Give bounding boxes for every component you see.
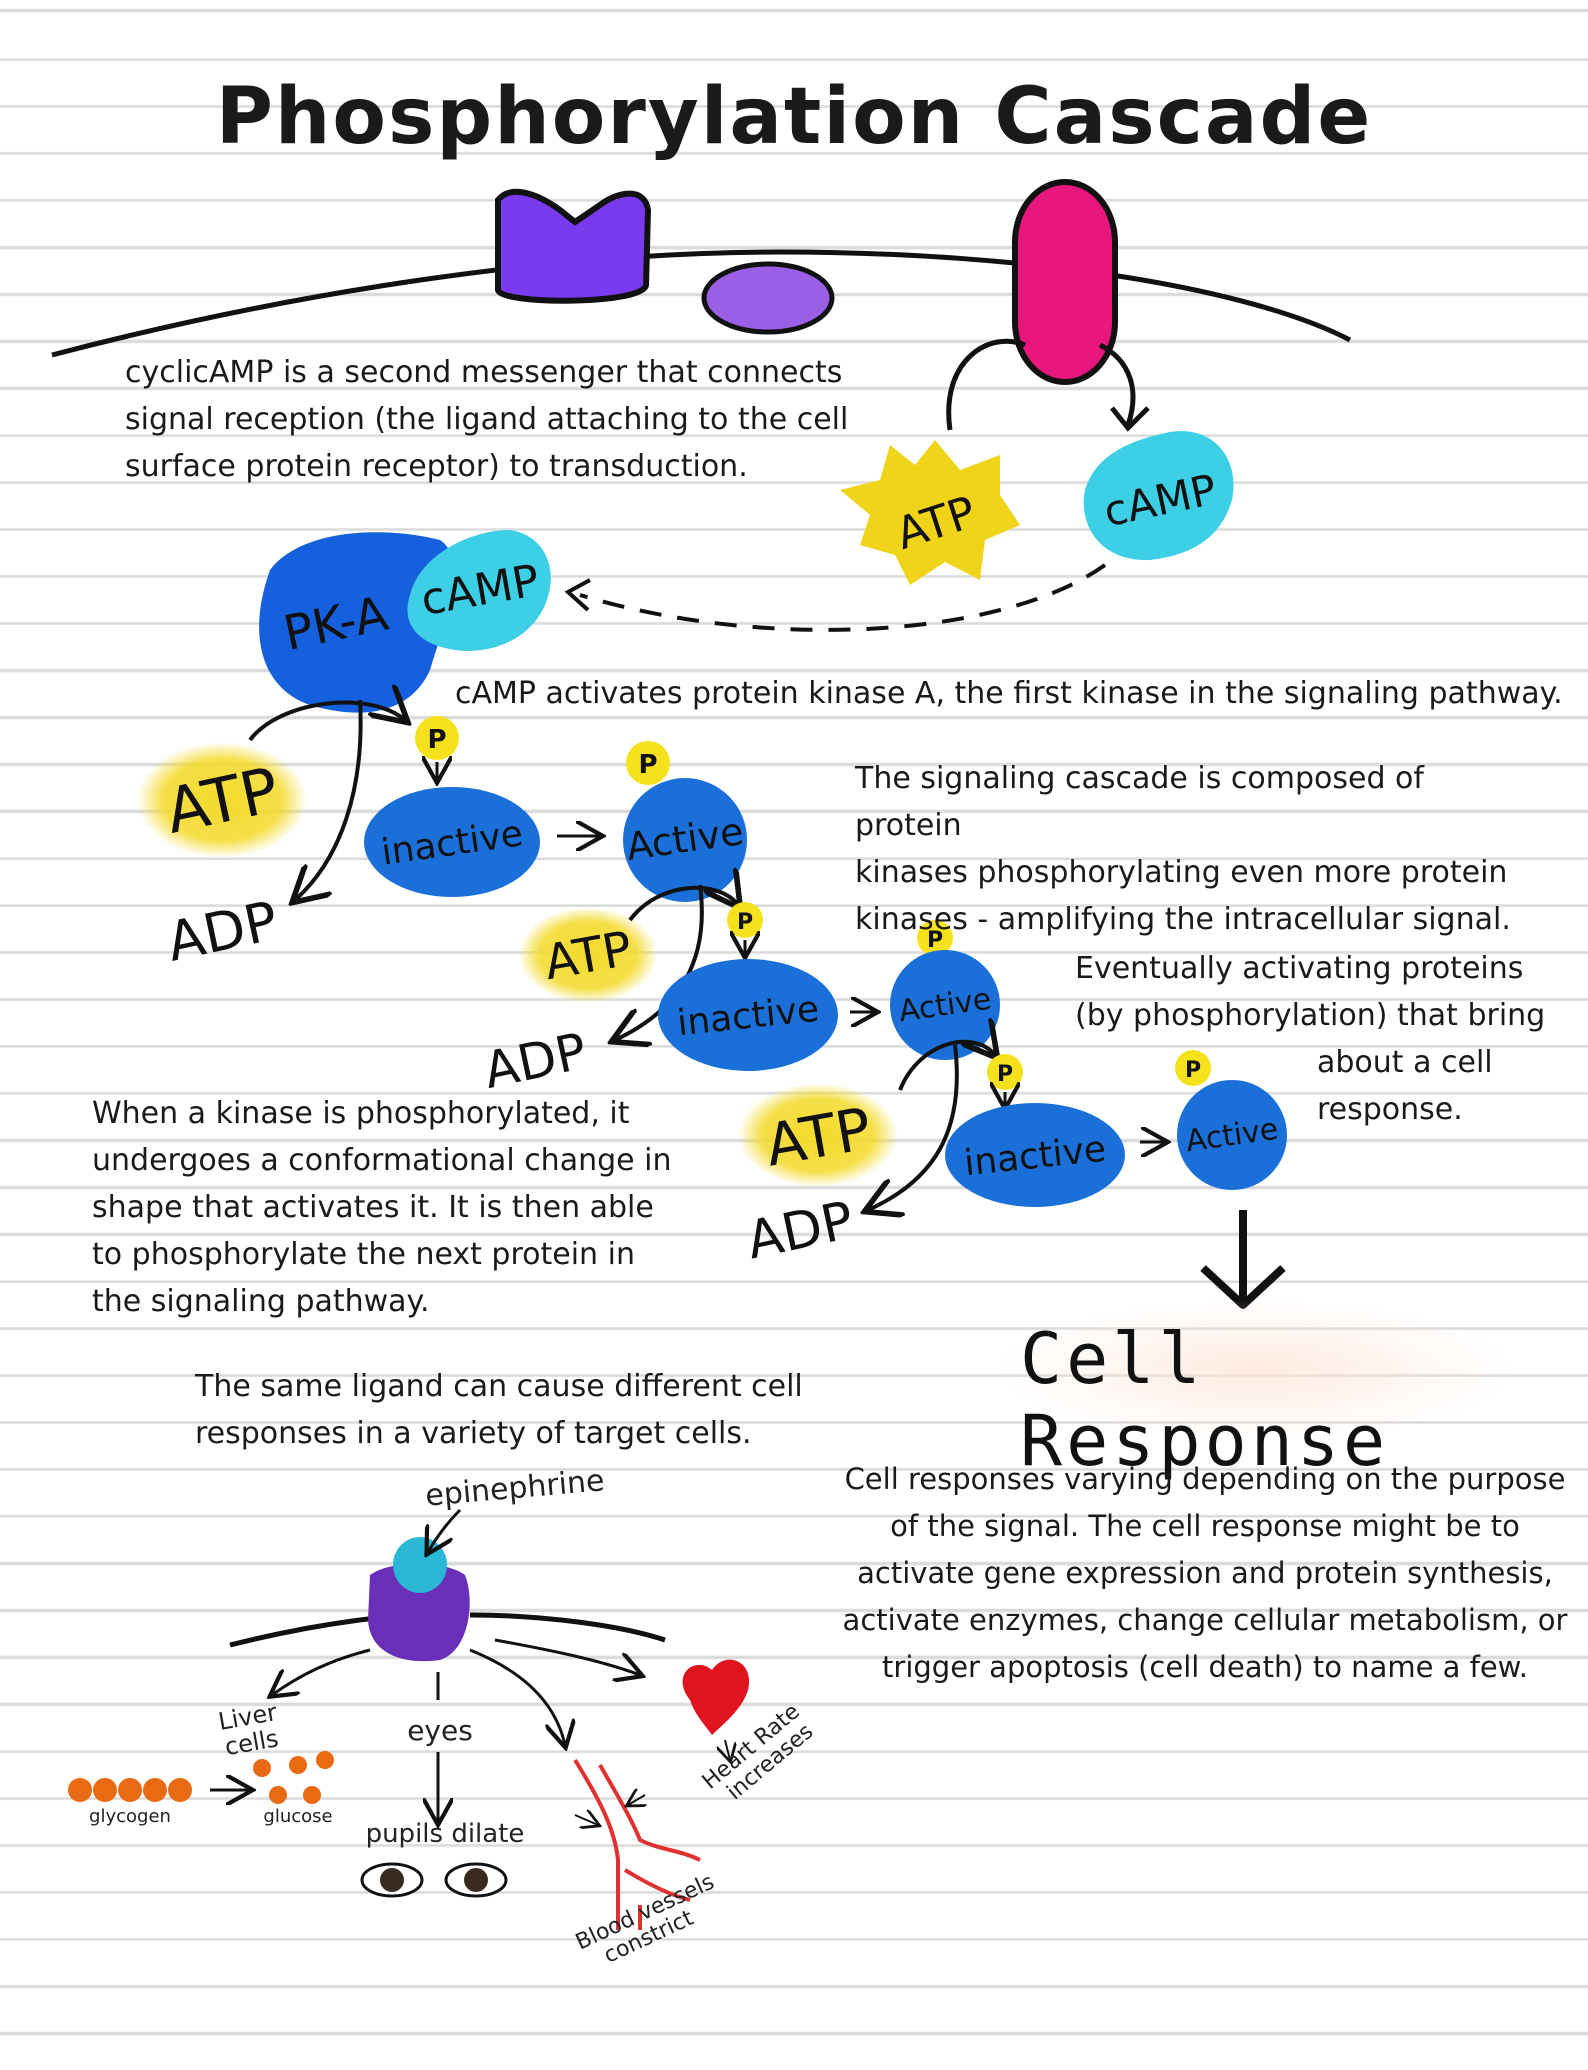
atp-to-camp-arrow <box>946 338 1136 431</box>
phosphate-4 <box>917 920 953 956</box>
pka-camp-bound <box>407 530 551 651</box>
responses-note: Cell responses varying depending on the … <box>840 1456 1570 1691</box>
inactive-kinase-1 <box>364 787 540 897</box>
adp-label-2: ADP <box>479 1022 592 1100</box>
atp-transfer-arrow-2 <box>628 888 738 922</box>
glucose-label: glucose <box>263 1806 332 1827</box>
pupils-dilate-label: pupils dilate <box>366 1819 525 1849</box>
atp-transfer-arrow-3 <box>898 1042 995 1091</box>
responses-line-2: of the signal. The cell response might b… <box>890 1509 1520 1543</box>
conformational-line-2: undergoes a conformational change in <box>92 1143 672 1178</box>
eye-right-icon <box>444 1862 508 1898</box>
adenylyl-cyclase <box>1012 179 1118 385</box>
same-ligand-line-2: responses in a variety of target cells. <box>195 1416 752 1451</box>
phosphate-label-6: P <box>1185 1058 1201 1083</box>
atp-glow-2 <box>518 907 658 1003</box>
pka-activation-note: cAMP activates protein kinase A, the fir… <box>455 676 1563 711</box>
cascade-note: The signaling cascade is composed of pro… <box>855 755 1535 943</box>
phosphate-6 <box>1175 1050 1211 1086</box>
phosphate-label-3: P <box>737 910 753 935</box>
same-ligand-line-1: The same ligand can cause different cell <box>195 1369 803 1404</box>
camp-to-pka-arrow <box>579 563 1107 632</box>
glucose-molecules <box>253 1751 334 1804</box>
conformational-line-3: shape that activates it. It is then able <box>92 1190 654 1225</box>
inactive-kinase-2 <box>658 959 838 1071</box>
responses-line-4: activate enzymes, change cellular metabo… <box>842 1603 1568 1637</box>
eventually-line-4: response. <box>1317 1092 1463 1127</box>
phosphate-label-2: P <box>638 750 657 780</box>
cell-response-glow <box>995 1300 1515 1440</box>
conformational-line-5: the signaling pathway. <box>92 1284 430 1319</box>
blood-vessel-icon <box>573 1758 701 1930</box>
atp-glow-1 <box>137 742 307 858</box>
same-ligand-note: The same ligand can cause different cell… <box>195 1363 835 1457</box>
cascade-line-3: kinases - amplifying the intracellular s… <box>855 902 1511 937</box>
inactive-kinase-3 <box>945 1103 1125 1207</box>
second-messenger-note: cyclicAMP is a second messenger that con… <box>125 349 885 490</box>
pka-kinase <box>259 532 455 713</box>
conformational-line-1: When a kinase is phosphorylated, it <box>92 1096 630 1131</box>
arrow-to-liver <box>272 1648 371 1695</box>
atp-glow-3 <box>738 1083 898 1187</box>
eye-left-icon <box>360 1862 424 1898</box>
adp-label-3: ADP <box>742 1191 859 1272</box>
second-messenger-line-3: surface protein receptor) to transductio… <box>125 449 748 484</box>
adp-release-arrow-1 <box>295 699 363 900</box>
phosphate-2 <box>626 741 670 785</box>
glycogen-label: glycogen <box>89 1806 171 1827</box>
glycogen-chain <box>68 1778 192 1802</box>
cell-response-heading: Cell Response <box>1020 1318 1390 1482</box>
camp-molecule <box>1083 431 1234 561</box>
phosphate-label-1: P <box>427 725 446 755</box>
receptor-protein <box>495 188 652 304</box>
active-kinase-3 <box>1177 1080 1287 1190</box>
second-messenger-line-1: cyclicAMP is a second messenger that con… <box>125 355 843 390</box>
epinephrine-receptor <box>368 1563 470 1662</box>
arrow-to-heart <box>494 1638 640 1675</box>
second-messenger-line-2: signal reception (the ligand attaching t… <box>125 402 849 437</box>
phosphate-label-5: P <box>997 1062 1013 1087</box>
responses-line-1: Cell responses varying depending on the … <box>844 1462 1566 1496</box>
phosphate-label-4: P <box>927 928 943 953</box>
cascade-line-1: The signaling cascade is composed of pro… <box>855 761 1424 843</box>
adp-label-1: ADP <box>161 889 283 974</box>
atp-transfer-arrow-1 <box>248 703 405 742</box>
cell-membrane <box>51 249 1352 358</box>
phosphate-3 <box>727 902 763 938</box>
phosphate-5 <box>987 1054 1023 1090</box>
conformational-line-4: to phosphorylate the next protein in <box>92 1237 635 1272</box>
conformational-note: When a kinase is phosphorylated, it unde… <box>92 1090 692 1325</box>
eventually-line-1: Eventually activating proteins <box>1075 951 1524 986</box>
g-protein <box>701 261 835 335</box>
blood-vessels-label: Blood vessels constrict <box>572 1867 735 1978</box>
eventually-line-3: about a cell <box>1317 1045 1493 1080</box>
eventually-line-2: (by phosphorylation) that bring <box>1075 998 1546 1033</box>
atp-star <box>840 440 1020 585</box>
epinephrine-molecule <box>393 1537 447 1593</box>
page-title: Phosphorylation Cascade <box>215 72 1373 162</box>
heart-icon <box>682 1659 750 1735</box>
cascade-line-2: kinases phosphorylating even more protei… <box>855 855 1508 890</box>
liver-cells-label: Liver cells <box>216 1697 291 1762</box>
adp-release-arrow-3 <box>868 1044 959 1210</box>
epinephrine-label: epinephrine <box>424 1463 606 1514</box>
responses-line-5: trigger apoptosis (cell death) to name a… <box>882 1650 1528 1684</box>
eventually-note: Eventually activating proteins (by phosp… <box>1075 945 1565 1133</box>
arrow-to-vessels <box>469 1648 565 1745</box>
responses-line-3: activate gene expression and protein syn… <box>857 1556 1553 1590</box>
eyes-label: eyes <box>407 1714 473 1747</box>
phosphate-1 <box>415 716 459 760</box>
